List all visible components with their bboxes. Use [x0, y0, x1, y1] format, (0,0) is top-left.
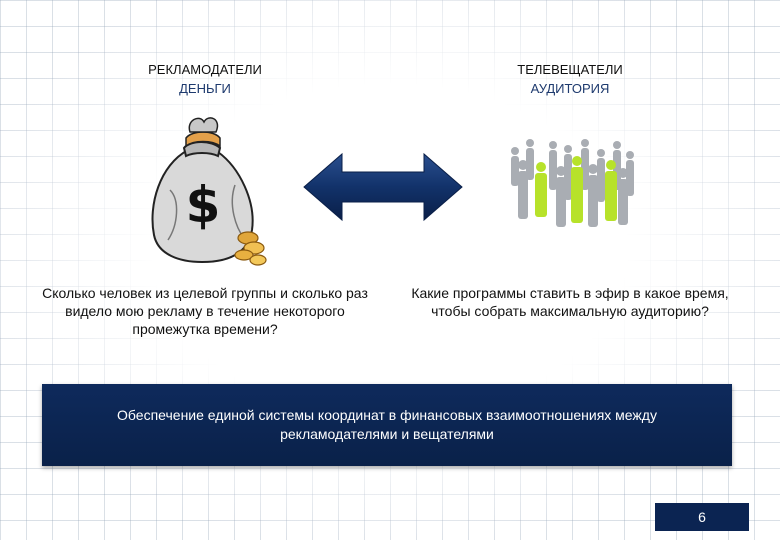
- advertisers-heading-block: РЕКЛАМОДАТЕЛИ ДЕНЬГИ: [75, 60, 335, 98]
- double-arrow-icon: [303, 152, 463, 222]
- page-number: 6: [698, 509, 706, 525]
- broadcasters-heading-block: ТЕЛЕВЕЩАТЕЛИ АУДИТОРИЯ: [440, 60, 700, 98]
- money-bag-icon: $: [151, 117, 267, 266]
- advertisers-heading: РЕКЛАМОДАТЕЛИ: [148, 62, 262, 77]
- money-subheading: ДЕНЬГИ: [179, 81, 231, 96]
- conclusion-text: Обеспечение единой системы координат в ф…: [117, 407, 657, 442]
- crowd-icon: [511, 139, 634, 227]
- conclusion-banner: Обеспечение единой системы координат в ф…: [42, 384, 732, 466]
- broadcasters-question: Какие программы ставить в эфир в какое в…: [411, 285, 729, 319]
- page-number-badge: 6: [655, 503, 749, 531]
- advertisers-question: Сколько человек из целевой группы и скол…: [42, 285, 368, 337]
- audience-subheading: АУДИТОРИЯ: [530, 81, 610, 96]
- broadcasters-heading: ТЕЛЕВЕЩАТЕЛИ: [517, 62, 623, 77]
- svg-text:$: $: [186, 176, 221, 234]
